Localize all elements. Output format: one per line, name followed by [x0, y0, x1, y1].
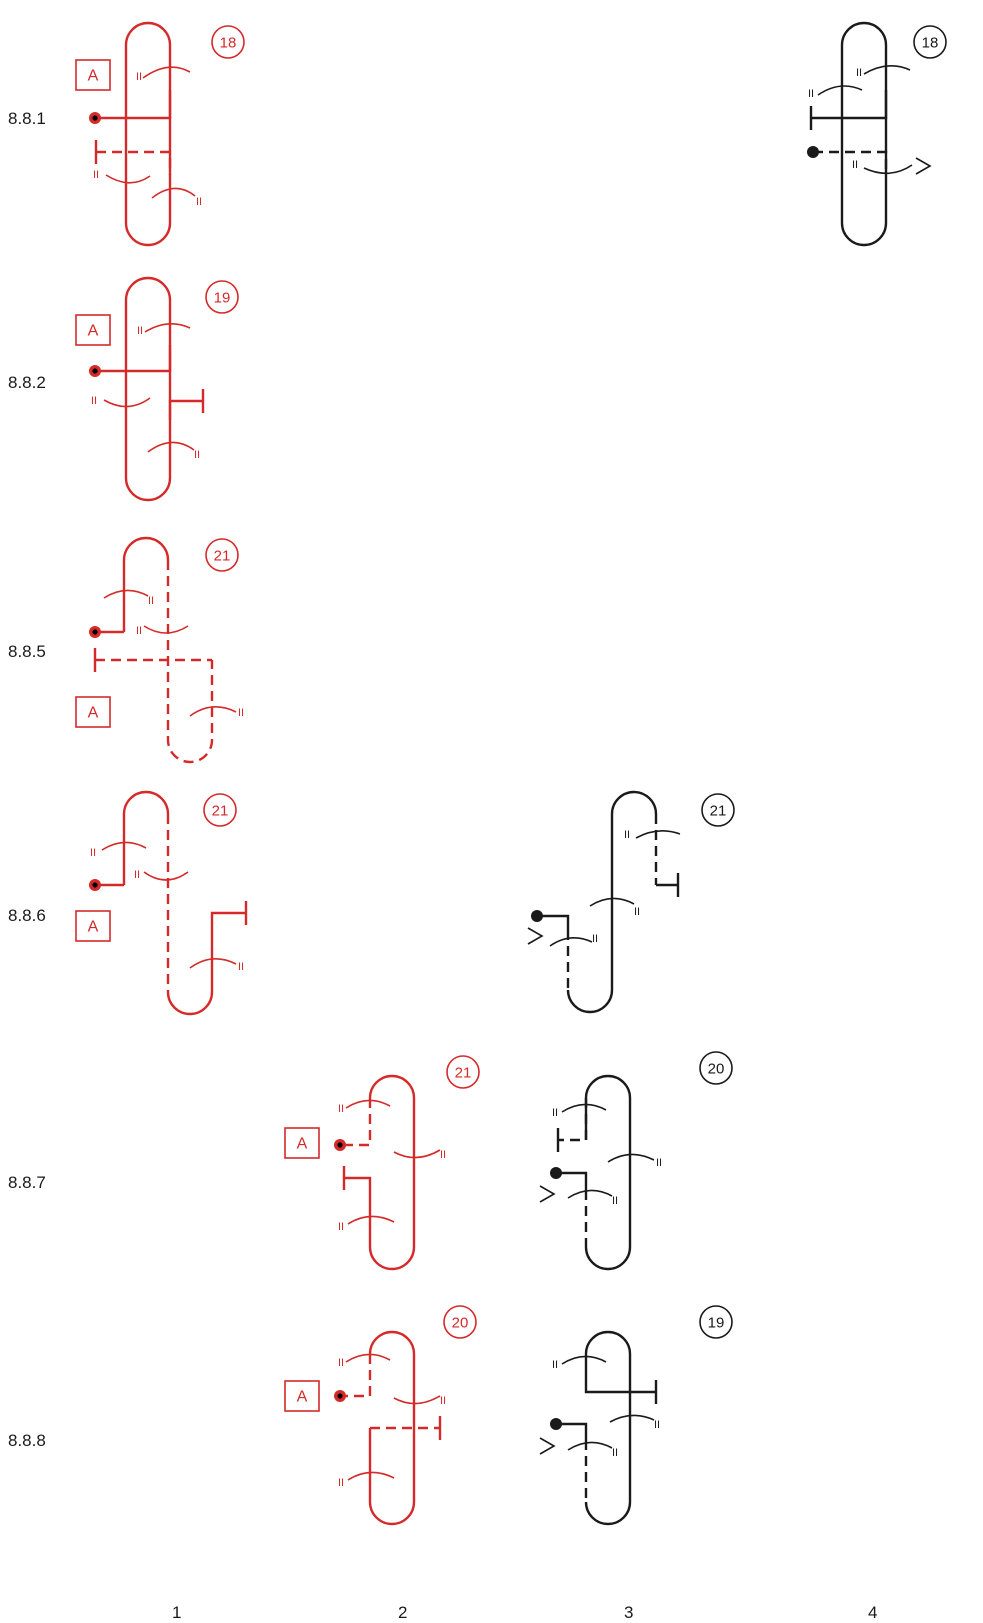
tick-mark: II	[592, 933, 598, 945]
tick-mark: II	[134, 869, 140, 881]
row-label: 8.8.8	[8, 1431, 46, 1450]
tick-mark: II	[552, 1359, 558, 1371]
tag-a: A	[88, 705, 99, 722]
row-label: 8.8.5	[8, 642, 46, 661]
row-label: 8.8.6	[8, 906, 46, 925]
route-number: 21	[455, 1065, 472, 1082]
column-label: 2	[398, 1603, 407, 1622]
tag-a: A	[88, 323, 99, 340]
tick-mark: II	[93, 169, 99, 181]
column-label: 4	[868, 1603, 877, 1622]
tick-mark: II	[808, 88, 814, 100]
tick-mark: II	[196, 196, 202, 208]
route-diagram	[807, 21, 947, 247]
tick-mark: II	[852, 159, 858, 171]
tick-mark: II	[338, 1477, 344, 1489]
route-diagram	[539, 1051, 733, 1271]
tick-mark: II	[654, 1419, 660, 1431]
route-number: 20	[452, 1315, 469, 1332]
tick-mark: II	[90, 847, 96, 859]
tick-mark: II	[148, 595, 154, 607]
route-diagram	[527, 790, 735, 1014]
route-diagram	[75, 536, 239, 764]
route-number: 18	[922, 35, 939, 52]
column-label: 1	[172, 1603, 181, 1622]
route-number: 20	[708, 1061, 725, 1078]
tag-a: A	[297, 1136, 308, 1153]
route-number: 19	[708, 1315, 725, 1332]
tick-mark: II	[856, 67, 862, 79]
tick-mark: II	[624, 829, 630, 841]
tick-mark: II	[612, 1195, 618, 1207]
tick-mark: II	[136, 71, 142, 83]
tag-a: A	[88, 919, 99, 936]
route-number: 21	[212, 803, 229, 820]
route-diagram	[284, 1055, 480, 1271]
route-diagram	[539, 1305, 733, 1526]
tick-mark: II	[338, 1357, 344, 1369]
tick-mark: II	[137, 325, 143, 337]
row-label: 8.8.7	[8, 1173, 46, 1192]
tag-a: A	[297, 1389, 308, 1406]
row-label: 8.8.1	[8, 109, 46, 128]
route-diagram	[75, 790, 248, 1016]
tick-mark: II	[656, 1157, 662, 1169]
tick-mark: II	[552, 1107, 558, 1119]
tick-mark: II	[238, 961, 244, 973]
route-number: 21	[214, 548, 231, 565]
route-number: 18	[220, 35, 237, 52]
tick-mark: II	[338, 1103, 344, 1115]
tick-mark: II	[440, 1395, 446, 1407]
tick-mark: II	[238, 707, 244, 719]
row-label: 8.8.2	[8, 373, 46, 392]
tick-mark: II	[612, 1447, 618, 1459]
tick-mark: II	[338, 1221, 344, 1233]
tick-mark: II	[194, 449, 200, 461]
tag-a: A	[88, 68, 99, 85]
tick-mark: II	[440, 1149, 446, 1161]
tick-mark: II	[91, 395, 97, 407]
route-diagram	[284, 1305, 477, 1526]
tick-mark: II	[634, 906, 640, 918]
column-label: 3	[624, 1603, 633, 1622]
tick-mark: II	[136, 625, 142, 637]
route-diagram	[75, 276, 239, 502]
route-diagram	[75, 21, 245, 247]
route-number: 21	[710, 803, 727, 820]
route-number: 19	[214, 290, 231, 307]
